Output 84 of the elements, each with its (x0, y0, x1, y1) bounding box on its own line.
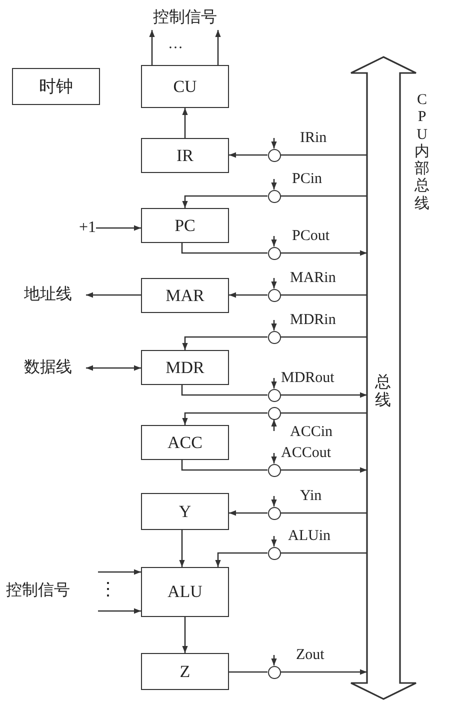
arrow (182, 336, 268, 350)
arrow (86, 292, 141, 298)
connector-line (280, 336, 367, 338)
connector-line (280, 512, 367, 514)
arrow (96, 225, 141, 231)
gate-circle (268, 464, 280, 476)
register-box: ACC (141, 425, 229, 460)
connector-line (280, 552, 367, 554)
signal-label: Zout (296, 647, 324, 664)
control-arrow (271, 655, 277, 666)
signal-label: PCout (292, 228, 330, 246)
arrow (229, 510, 268, 516)
signal-label: 地址线 (24, 285, 86, 305)
connector-line (181, 385, 268, 396)
gate-circle (268, 546, 280, 560)
connector-line (280, 294, 367, 296)
signal-label: ALUin (288, 528, 330, 546)
register-box: MDR (141, 350, 229, 385)
bus-caption: CPU内部总线 (414, 92, 430, 213)
signal-label: Yin (300, 488, 322, 506)
control-arrow (271, 278, 277, 288)
signal-label: 控制信号 (140, 6, 230, 30)
arrow (229, 152, 268, 158)
arrow (182, 412, 268, 425)
alu-box: ALU (141, 567, 229, 617)
arrow (182, 617, 188, 653)
connector-line (280, 154, 367, 156)
arrow (229, 292, 268, 298)
gate-circle (268, 406, 280, 420)
register-box: IR (141, 138, 229, 173)
signal-label: 控制信号 (6, 566, 98, 616)
signal-label: PCin (292, 171, 322, 188)
gate-circle (268, 330, 280, 344)
signal-label: IRin (300, 130, 327, 148)
arrow (215, 30, 221, 65)
arrow (280, 250, 367, 256)
clock-box: 时钟 (12, 68, 100, 105)
control-arrow (271, 420, 277, 431)
connector-line (181, 243, 268, 254)
gate-circle (268, 288, 280, 302)
arrow (179, 530, 185, 567)
control-arrow (271, 179, 277, 190)
arrow (182, 195, 268, 208)
control-unit-box: CU (141, 65, 229, 108)
control-arrow (271, 496, 277, 506)
connector-line (229, 671, 268, 673)
control-arrow (271, 320, 277, 330)
gate-circle (268, 246, 280, 260)
connector-line (280, 412, 367, 414)
register-box: MAR (141, 278, 229, 313)
arrow (98, 569, 141, 575)
control-arrow (271, 138, 277, 148)
register-box: PC (141, 208, 229, 243)
signal-label: MDRin (290, 312, 336, 330)
gate-circle (268, 190, 280, 202)
arrow (280, 669, 367, 675)
arrow (149, 30, 155, 65)
connector-line (181, 460, 268, 471)
control-arrow (271, 236, 277, 246)
arrow (215, 552, 268, 567)
ellipsis-mark: … (168, 36, 183, 54)
gate-circle (268, 666, 280, 678)
control-arrow (271, 378, 277, 388)
connector-line (280, 195, 367, 197)
signal-label: ACCin (290, 424, 333, 442)
arrow (86, 365, 141, 371)
signal-label: ACCout (281, 445, 332, 462)
gate-circle (268, 506, 280, 520)
register-box: Y (141, 493, 229, 530)
bus-label: 总线 (375, 374, 392, 410)
gate-circle (268, 148, 280, 162)
register-box: Z (141, 653, 229, 690)
control-arrow (271, 453, 277, 464)
signal-label: 数据线 (24, 358, 86, 378)
signal-label: MDRout (281, 370, 334, 388)
ellipsis-mark: ⋮ (99, 579, 117, 600)
control-arrow (271, 536, 277, 546)
signal-label: MARin (290, 270, 336, 288)
arrow (98, 608, 141, 614)
signal-label: +1 (74, 218, 96, 238)
arrow (280, 467, 367, 473)
arrow (280, 392, 367, 398)
gate-circle (268, 388, 280, 402)
arrow (182, 108, 188, 138)
